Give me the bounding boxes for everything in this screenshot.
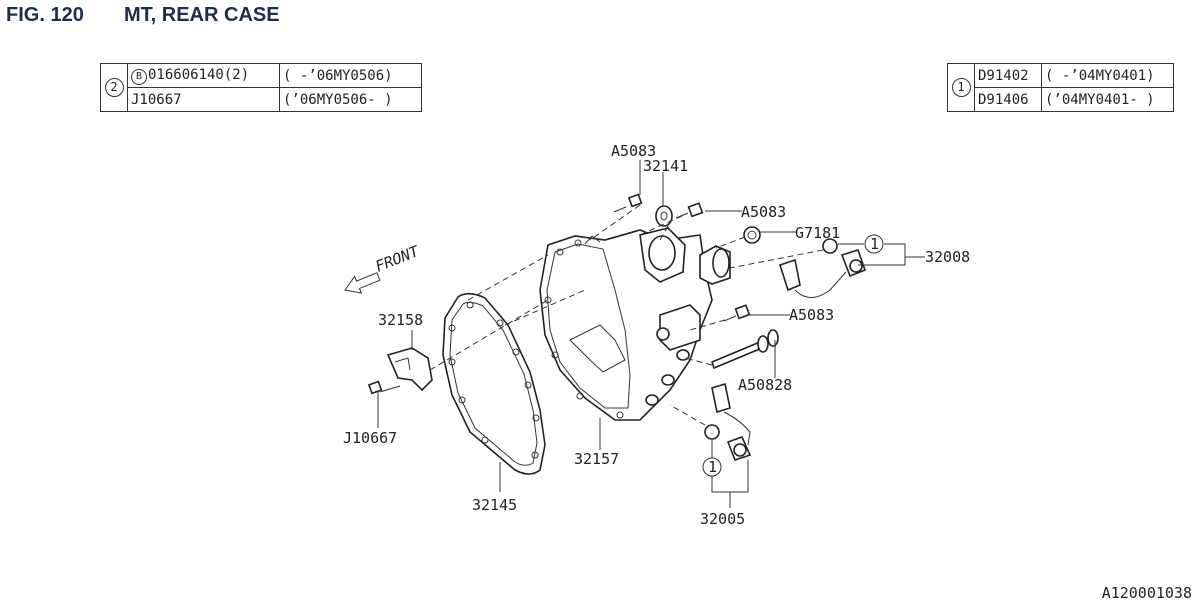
bolt-a5083-mid [723, 304, 751, 322]
callout-32157: 32157 [574, 450, 619, 468]
figure-number: FIG. 120 [6, 4, 84, 26]
ref-number-cell: 2 [100, 63, 128, 112]
assembly-lines [429, 204, 824, 426]
part-number: 016606140(2) [148, 66, 250, 83]
callout-g7181: G7181 [795, 224, 840, 242]
ref-circle: 1 [951, 78, 971, 97]
part-cell: D91402 [974, 63, 1042, 88]
bolt-a5083-right [675, 202, 704, 219]
front-arrow [344, 272, 381, 294]
oring-upper [822, 238, 838, 254]
part-cell: D91406 [974, 87, 1042, 112]
oring-g7181 [743, 226, 761, 244]
table-row: 1 D91402 ( -’04MY0401) [947, 63, 1174, 112]
callout-j10667: J10667 [343, 429, 397, 447]
switch-32008 [840, 249, 867, 278]
bolt-j10667 [367, 380, 401, 395]
callout-32005: 32005 [700, 510, 745, 528]
ref-circle-upper-label: 1 [870, 235, 879, 253]
ref-circle-lower [702, 457, 722, 477]
callout-32158: 32158 [378, 311, 423, 329]
table-row: J10667 (’06MY0506- ) [101, 87, 422, 112]
callout-32141: 32141 [643, 157, 688, 175]
callout-a5083-right: A5083 [741, 203, 786, 221]
ref-number-cell: 1 [947, 63, 975, 112]
range-cell: ( -’06MY0506) [279, 63, 422, 88]
bolt-a5083-top [613, 193, 643, 213]
switch-32005 [726, 435, 752, 461]
washer-32141 [655, 205, 673, 227]
callout-a5083-top: A5083 [611, 142, 656, 160]
ref-circle-upper [864, 234, 884, 254]
callout-a5083-mid: A5083 [789, 306, 834, 324]
callout-a50828: A50828 [738, 376, 792, 394]
stud-a50828 [711, 329, 779, 370]
bolt-prefix-circle: B [131, 68, 147, 85]
rear-case-32157 [539, 227, 731, 421]
oring-lower [704, 424, 720, 440]
front-label: FRONT [373, 242, 423, 276]
leader-lines [377, 160, 925, 508]
range-cell: ( -’04MY0401) [1041, 63, 1174, 88]
figure-title: FIG. 120 MT, REAR CASE [6, 4, 280, 27]
ref-circle-lower-label: 1 [708, 458, 717, 476]
callout-32145: 32145 [472, 496, 517, 514]
reference-table-right: 1 D91402 ( -’04MY0401) D91406 (’04MY0401… [947, 63, 1174, 112]
ref-circle: 2 [104, 78, 124, 97]
table-row: D91406 (’04MY0401- ) [948, 87, 1174, 112]
wire-harness-upper [778, 258, 847, 298]
figure-code: A120001038 [1101, 584, 1192, 602]
gasket-32145 [442, 292, 546, 475]
range-cell: (’04MY0401- ) [1041, 87, 1174, 112]
figure-name: MT, REAR CASE [124, 4, 280, 26]
range-cell: (’06MY0506- ) [279, 87, 422, 112]
bracket-32158 [386, 347, 433, 392]
callout-32008: 32008 [925, 248, 970, 266]
wire-harness-lower [711, 382, 751, 446]
part-cell: J10667 [127, 87, 280, 112]
